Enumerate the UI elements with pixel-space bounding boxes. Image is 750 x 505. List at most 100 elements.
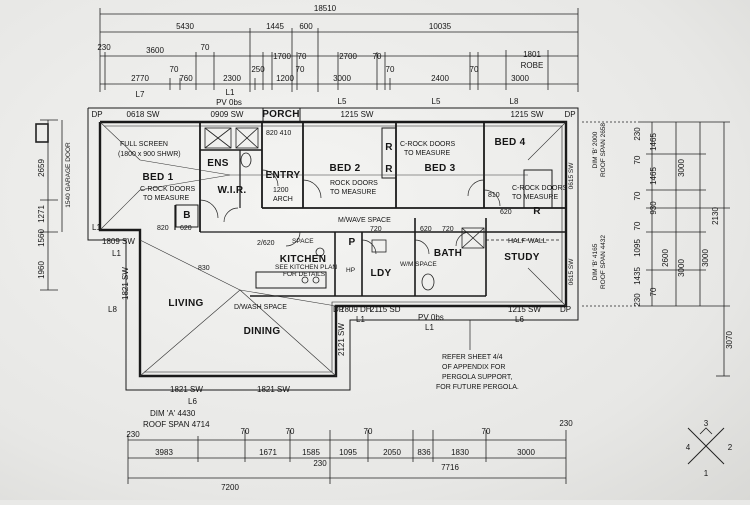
dim-label: 230 [126, 430, 140, 439]
room-dining: DINING [244, 326, 281, 337]
level-label: L6 [188, 397, 197, 406]
room-bed4: BED 4 [495, 137, 526, 148]
note-text: 2/620 [257, 240, 275, 247]
dim-label: 2400 [431, 74, 449, 83]
dim-label: 1465 [649, 167, 658, 185]
refer-line: REFER SHEET 4/4 [442, 354, 503, 361]
dim-label: 3000 [511, 74, 529, 83]
room-bed3: BED 3 [425, 163, 456, 174]
robe-mark: R [385, 164, 393, 175]
left-dimension-lines [35, 119, 63, 291]
roof-dim-label: DIM 'B' 2000 [592, 131, 599, 168]
window-label: PV 0bs [216, 98, 242, 107]
robe-mark: B [183, 210, 191, 221]
dim-label: 3000 [517, 448, 535, 457]
note-text: TO MEASURE [143, 195, 189, 202]
dim-label: 3000 [677, 159, 686, 177]
note-text: ROCK DOORS [330, 180, 378, 187]
window-label: PV 0bs [418, 313, 444, 322]
dim-label: 1700 [273, 52, 291, 61]
dim-label: 10035 [429, 22, 452, 31]
dim-label: 3070 [725, 331, 734, 349]
bottom-dimension-text: 230 70 70 70 70 230 3983 1671 1585 1095 … [126, 419, 573, 492]
note-text: ARCH [273, 196, 293, 203]
note-text: FOR DETAILS [283, 271, 326, 278]
refer-line: OF APPENDIX FOR [442, 364, 505, 371]
garage-door-note: 1540 GARAGE DOOR [65, 142, 72, 208]
window-label: DP [91, 110, 102, 119]
dim-a-label: DIM 'A' 4430 [150, 409, 196, 418]
compass-label: 2 [728, 443, 733, 452]
dim-label: 930 [649, 201, 658, 215]
refer-sheet-note: REFER SHEET 4/4 OF APPENDIX FOR PERGOLA … [436, 320, 519, 391]
dim-label: 3983 [155, 448, 173, 457]
dim-label: 70 [241, 427, 250, 436]
dim-label: 3000 [333, 74, 351, 83]
dim-label: 3000 [677, 259, 686, 277]
robe-label: ROBE [521, 61, 544, 70]
window-label: 0618 SW [127, 110, 160, 119]
dim-label: 1271 [37, 205, 46, 223]
dim-label: 2770 [131, 74, 149, 83]
roof-dim-label: ROOF SPAN 2658 [600, 123, 607, 177]
dim-label: 1585 [302, 448, 320, 457]
roof-dim-label: ROOF SPAN 4432 [600, 235, 607, 289]
window-label: 0909 SW [211, 110, 244, 119]
dim-label: 70 [633, 221, 642, 230]
note-text: 820 [157, 225, 169, 232]
top-dimension-lines [99, 8, 579, 92]
note-text: TO MEASURE [512, 194, 558, 201]
note-text: W/M SPACE [400, 261, 437, 268]
dim-label: 3000 [701, 249, 710, 267]
level-label: L5 [432, 97, 441, 106]
level-label: L8 [108, 305, 117, 314]
dim-label: 70 [633, 191, 642, 200]
door-swings [199, 169, 501, 255]
robe-mark: R [385, 142, 393, 153]
dim-label: 1960 [37, 261, 46, 279]
note-text: SEE KITCHEN PLAN [275, 264, 337, 271]
robe-mark: R [533, 206, 541, 217]
plan-notes: FULL SCREEN (1800 x 900 SHWR) C-ROCK DOO… [118, 130, 568, 311]
note-text: 1200 [273, 187, 289, 194]
window-label: 0615 SW [568, 162, 575, 190]
note-text: C-ROCK DOORS [400, 141, 456, 148]
dim-label: 70 [364, 427, 373, 436]
window-label: 2121 SW [337, 323, 346, 356]
dim-label: 230 [97, 43, 111, 52]
window-label: 1821 SW [121, 267, 130, 300]
dim-label: 70 [373, 52, 382, 61]
refer-line: FOR FUTURE PERGOLA. [436, 384, 519, 391]
room-ensuite: ENS [207, 158, 228, 169]
left-dimension-text: 2659 1271 1560 1960 1540 GARAGE DOOR [37, 142, 72, 279]
level-label: L5 [338, 97, 347, 106]
dim-label: 230 [633, 293, 642, 307]
room-study: STUDY [504, 252, 539, 263]
note-text: (1800 x 900 SHWR) [118, 151, 181, 158]
level-label: L6 [515, 315, 524, 324]
note-text: HALF WALL [508, 238, 547, 245]
dim-label: 70 [298, 52, 307, 61]
note-text: 720 [442, 226, 454, 233]
right-dimension-lines [582, 121, 730, 377]
dim-label: 250 [251, 65, 265, 74]
note-text: TO MEASURE [330, 189, 376, 196]
dim-label: 2600 [661, 249, 670, 267]
room-labels: PORCH ENS W.I.R. ENTRY BED 1 BED 2 BED 3… [143, 109, 541, 337]
room-porch: PORCH [262, 109, 300, 120]
note-text: 620 [500, 209, 512, 216]
level-label: L1 [92, 223, 101, 232]
room-laundry: LDY [371, 268, 392, 279]
dim-label: 1435 [633, 267, 642, 285]
dim-label: 1095 [633, 239, 642, 257]
roof-hip-lines [99, 121, 567, 377]
note-text: HP [346, 267, 355, 274]
dim-label: 230 [559, 419, 573, 428]
dim-label: 70 [649, 287, 658, 296]
room-kitchen: KITCHEN [280, 254, 327, 265]
window-label: DP [560, 305, 571, 314]
note-text: FULL SCREEN [120, 141, 168, 148]
dim-label: 70 [296, 65, 305, 74]
